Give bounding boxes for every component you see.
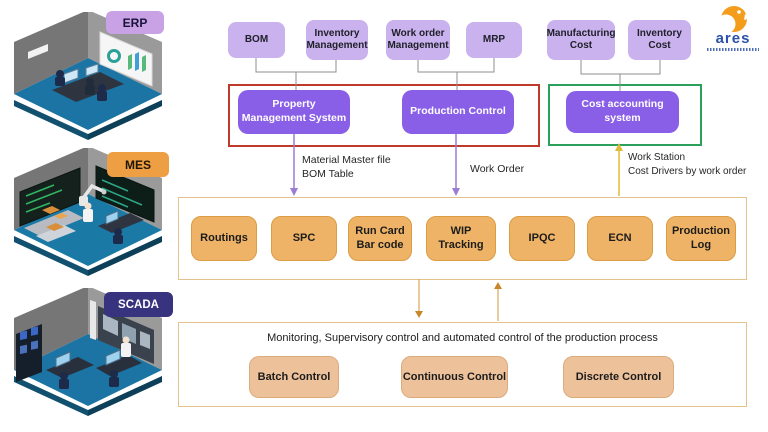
erp-room-illustration xyxy=(14,12,162,140)
mes-layer-label: MES xyxy=(107,152,169,177)
flow-label-material-master: Material Master file BOM Table xyxy=(302,154,391,181)
mes-module-routings: Routings xyxy=(191,216,257,261)
flow-label-work-order: Work Order xyxy=(470,163,525,175)
scada-module-discrete-control: Discrete Control xyxy=(563,356,674,398)
scada-container: Monitoring, Supervisory control and auto… xyxy=(178,322,747,407)
mes-module-ipqc: IPQC xyxy=(509,216,575,261)
mes-module-production-log: Production Log xyxy=(666,216,736,261)
module-work-order-management: Work order Management xyxy=(386,20,450,60)
scada-module-continuous-control: Continuous Control xyxy=(401,356,508,398)
ares-bird-icon xyxy=(716,6,751,33)
ares-logo: ares xyxy=(704,5,762,57)
scada-description: Monitoring, Supervisory control and auto… xyxy=(267,332,658,344)
system-production-control: Production Control xyxy=(402,90,514,134)
ares-logo-tagline xyxy=(707,48,759,51)
module-bom: BOM xyxy=(228,22,285,58)
system-property-management: Property Management System xyxy=(238,90,350,134)
arrow-scada-to-mes xyxy=(494,282,502,321)
erp-core-frame xyxy=(228,84,540,147)
scada-layer-label: SCADA xyxy=(104,292,173,317)
flow-label-work-station: Work Station Cost Drivers by work order xyxy=(628,152,747,177)
mes-module-wip-tracking: WIP Tracking xyxy=(426,216,496,261)
module-inventory-management: Inventory Management xyxy=(306,20,368,60)
system-cost-accounting: Cost accounting system xyxy=(566,91,679,133)
mes-module-spc: SPC xyxy=(271,216,337,261)
module-mrp: MRP xyxy=(466,22,522,58)
ares-logo-text: ares xyxy=(715,30,751,47)
module-manufacturing-cost: Manufacturing Cost xyxy=(547,20,615,60)
arrow-mes-to-cost-accounting xyxy=(615,143,623,196)
scada-module-batch-control: Batch Control xyxy=(249,356,339,398)
mes-container: Routings SPC Run Card Bar code WIP Track… xyxy=(178,197,747,280)
mes-module-ecn: ECN xyxy=(587,216,653,261)
mes-room-illustration xyxy=(14,148,162,276)
arrow-mes-to-scada xyxy=(415,279,423,318)
mes-module-run-card: Run Card Bar code xyxy=(348,216,412,261)
erp-layer-label: ERP xyxy=(106,11,164,34)
module-inventory-cost: Inventory Cost xyxy=(628,20,691,60)
